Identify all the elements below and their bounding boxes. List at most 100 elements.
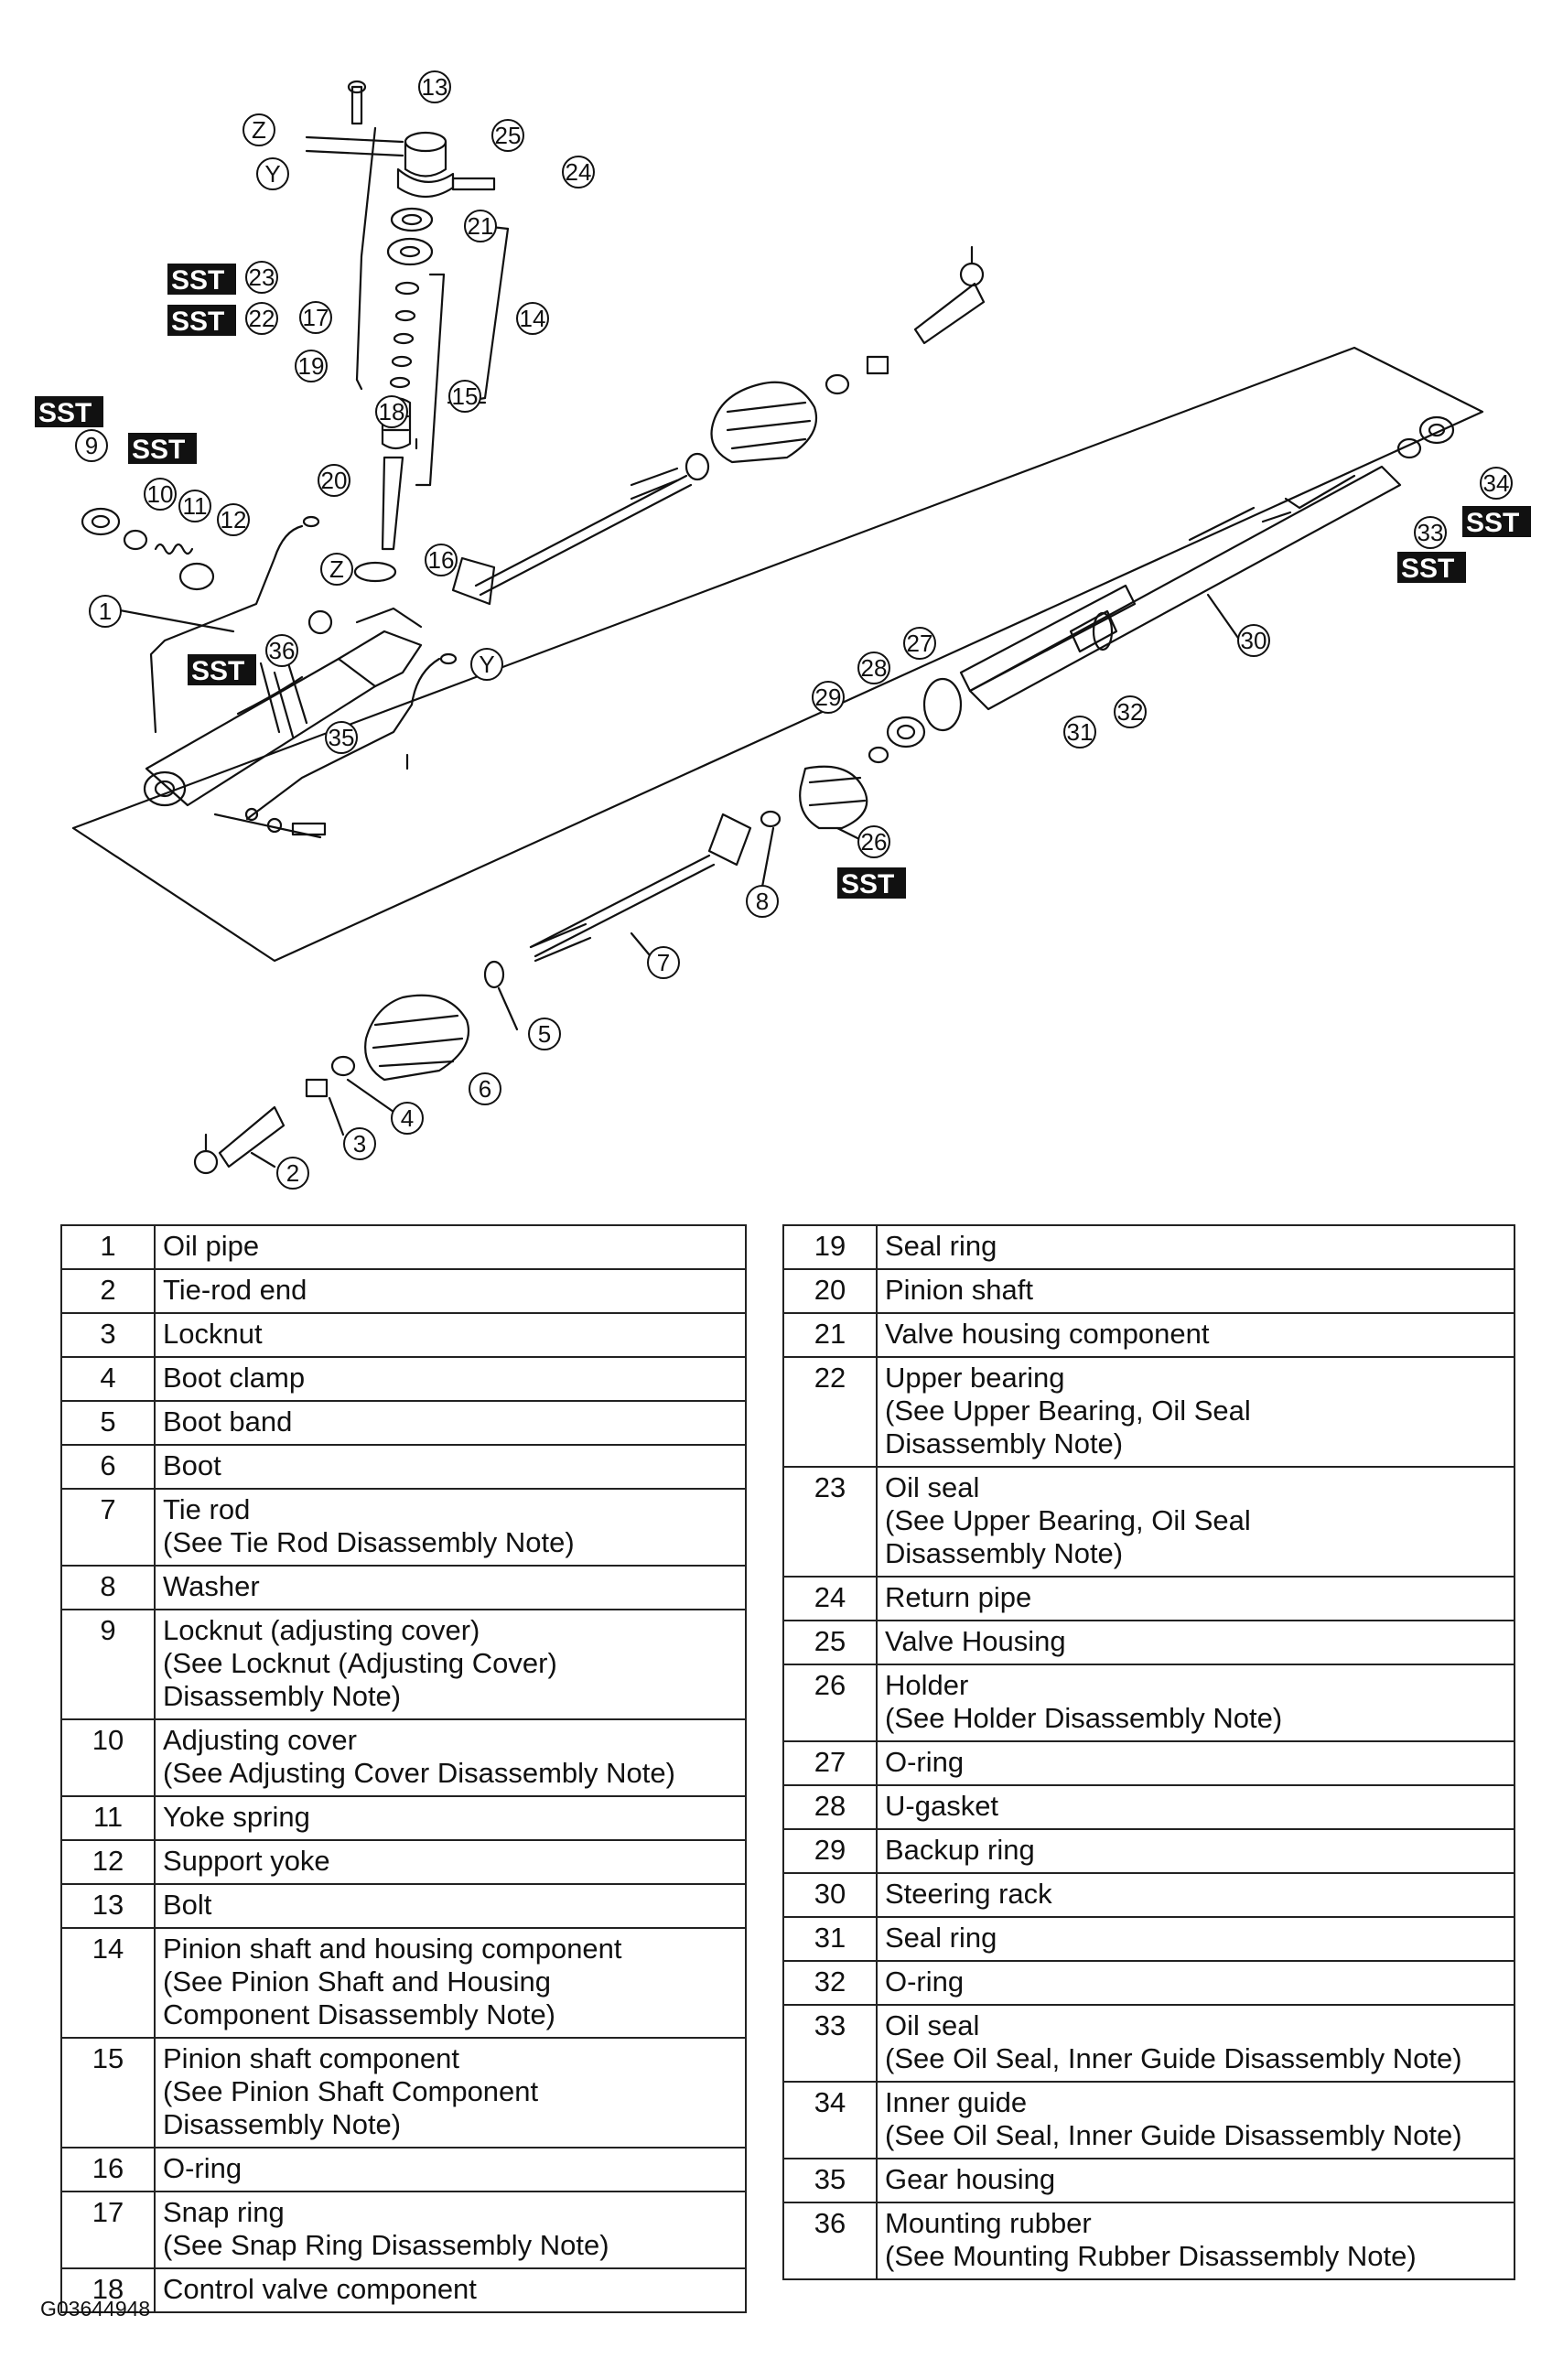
- valve-housing-drawing: [305, 80, 496, 198]
- part-note: (See Mounting Rubber Disassembly Note): [885, 2240, 1417, 2272]
- part-description-cell: Snap ring(See Snap Ring Disassembly Note…: [154, 2191, 747, 2269]
- callout-circle: [245, 261, 278, 294]
- callout-circle: [418, 70, 451, 103]
- steering-rack-drawing: [959, 415, 1455, 711]
- part-description: Holder: [885, 1669, 969, 1701]
- part-description: Seal ring: [885, 1922, 997, 1954]
- part-description: Inner guide: [885, 2086, 1028, 2118]
- part-note: (See Locknut (Adjusting Cover) Disassemb…: [163, 1647, 557, 1712]
- svg-text:SST: SST: [171, 307, 224, 337]
- part-number: 32: [782, 1960, 878, 2006]
- callout-number: 29: [815, 684, 842, 711]
- callout-circle: [295, 350, 328, 382]
- part-description: O-ring: [885, 1746, 965, 1778]
- part-number: 25: [782, 1620, 878, 1665]
- callout-number: 34: [1483, 469, 1510, 497]
- part-description-cell: Tie-rod end: [154, 1268, 747, 1314]
- letter-marker: Y: [264, 160, 280, 188]
- part-number: 4: [60, 1356, 156, 1402]
- part-number: 28: [782, 1784, 878, 1830]
- part-number: 36: [782, 2202, 878, 2280]
- part-number: 33: [782, 2004, 878, 2083]
- part-description-cell: Tie rod(See Tie Rod Disassembly Note): [154, 1488, 747, 1567]
- callout-number: 24: [566, 158, 592, 186]
- part-description-cell: U-gasket: [876, 1784, 1515, 1830]
- part-description: U-gasket: [885, 1790, 999, 1822]
- letter-marker: Z: [252, 116, 266, 144]
- callout-number: 9: [85, 432, 98, 459]
- letter-circle: [470, 648, 503, 681]
- part-description-cell: Washer: [154, 1565, 747, 1610]
- callout-circle: [1114, 695, 1147, 728]
- part-number: 26: [782, 1664, 878, 1742]
- part-description: Bolt: [163, 1889, 212, 1921]
- part-description-cell: Return pipe: [876, 1576, 1515, 1621]
- callout-number: 2: [286, 1159, 299, 1187]
- callout-number: 30: [1241, 627, 1267, 654]
- part-description: Tie-rod end: [163, 1274, 307, 1306]
- part-description-cell: Boot band: [154, 1400, 747, 1446]
- part-number: 18: [60, 2267, 156, 2313]
- part-description-cell: Steering rack: [876, 1872, 1515, 1918]
- svg-text:SST: SST: [38, 398, 92, 428]
- part-description-cell: Mounting rubber(See Mounting Rubber Disa…: [876, 2202, 1515, 2280]
- svg-text:SST: SST: [191, 656, 244, 686]
- part-description-cell: Pinion shaft component(See Pinion Shaft …: [154, 2037, 747, 2148]
- part-description-cell: Valve Housing: [876, 1620, 1515, 1665]
- svg-text:SST: SST: [171, 265, 224, 296]
- part-number: 34: [782, 2081, 878, 2159]
- callout-circle: [325, 721, 358, 754]
- callout-circle: [75, 429, 108, 462]
- seal-parts-drawing: [868, 677, 963, 764]
- part-description-cell: Bolt: [154, 1883, 747, 1929]
- callout-circle: [299, 301, 332, 334]
- letter-circle: [256, 157, 289, 190]
- callout-number: 15: [452, 382, 479, 410]
- callout-number: 7: [657, 949, 670, 976]
- callout-circle: [857, 652, 890, 684]
- part-number: 2: [60, 1268, 156, 1314]
- part-note: (See Tie Rod Disassembly Note): [163, 1526, 575, 1558]
- callout-circle: [491, 119, 524, 152]
- part-description: Return pipe: [885, 1581, 1032, 1613]
- part-description-cell: Pinion shaft: [876, 1268, 1515, 1314]
- part-number: 31: [782, 1916, 878, 1962]
- gear-housing-drawing: [143, 607, 423, 807]
- part-number: 9: [60, 1609, 156, 1720]
- part-number: 13: [60, 1883, 156, 1929]
- svg-text:SST: SST: [132, 435, 185, 465]
- oil-pipes-drawing: [149, 515, 458, 839]
- svg-text:SST: SST: [841, 869, 894, 899]
- part-number: 23: [782, 1466, 878, 1578]
- letter-marker: Z: [329, 555, 344, 583]
- callout-circle: [903, 627, 936, 660]
- part-number: 30: [782, 1872, 878, 1918]
- callout-circle: [318, 464, 350, 497]
- part-description-cell: Support yoke: [154, 1839, 747, 1885]
- callout-number: 18: [379, 398, 405, 425]
- part-note: (See Pinion Shaft and Housing Component …: [163, 1965, 556, 2030]
- part-description-cell: O-ring: [876, 1740, 1515, 1786]
- part-description: Locknut (adjusting cover): [163, 1614, 480, 1646]
- callout-number: 12: [221, 506, 247, 533]
- part-note: (See Pinion Shaft Component Disassembly …: [163, 2075, 539, 2140]
- callout-number: 31: [1067, 718, 1094, 746]
- part-description-cell: Boot clamp: [154, 1356, 747, 1402]
- part-number: 1: [60, 1224, 156, 1270]
- part-number: 5: [60, 1400, 156, 1446]
